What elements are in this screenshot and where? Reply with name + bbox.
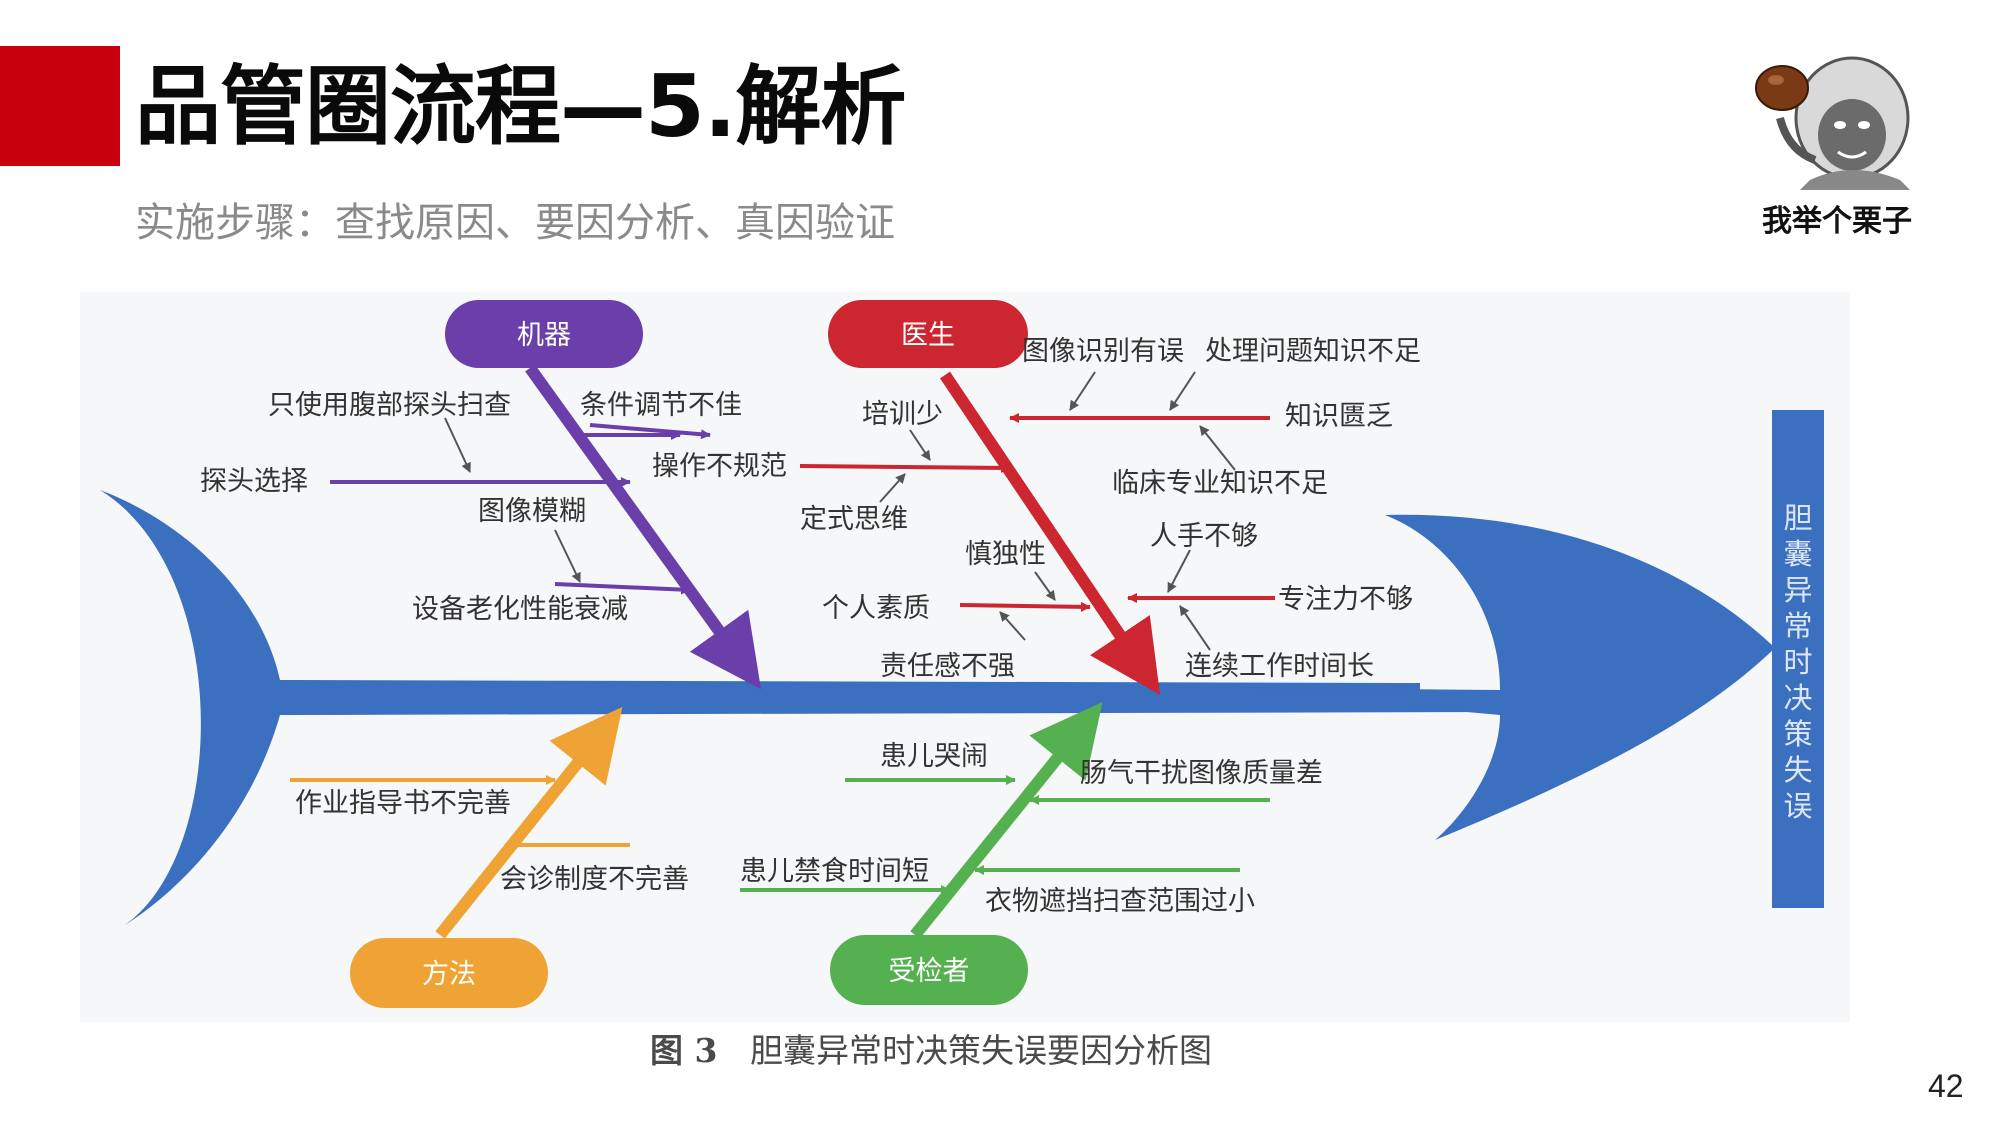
doctor-cause-label: 培训少 [862, 399, 943, 430]
doctor-subcause-arrow [879, 473, 906, 503]
machine-cause-label: 图像模糊 [478, 496, 586, 527]
fish-head [1385, 514, 1775, 840]
patient-cause-label: 衣物遮挡扫查范围过小 [985, 886, 1255, 917]
effect-label-char: 胆 [1783, 501, 1812, 535]
figure-caption-text: 胆囊异常时决策失误要因分析图 [750, 1031, 1212, 1070]
meme-caption: 我举个栗子 [1762, 204, 1912, 239]
patient-bone [910, 701, 1103, 939]
effect-label-char: 决 [1783, 681, 1812, 715]
doctor-subcause-arrow [1169, 371, 1196, 411]
effect-label-char: 囊 [1783, 537, 1812, 571]
figure-caption-number: 图 3 [650, 1031, 717, 1070]
doctor-category-label: 医生 [901, 320, 955, 351]
machine-cause-label: 条件调节不佳 [580, 390, 742, 421]
effect-label-char: 异 [1783, 573, 1812, 607]
machine-cause-label: 探头选择 [200, 466, 308, 497]
doctor-cause-label: 慎独性 [965, 539, 1046, 570]
effect-label-char: 失 [1783, 753, 1812, 787]
doctor-cause-arrow [959, 601, 1091, 612]
method-category-box [350, 938, 548, 1008]
doctor-cause-label: 连续工作时间长 [1185, 651, 1374, 682]
slide-title: 品管圈流程—5.解析 [135, 57, 907, 157]
method-category-label: 方法 [422, 959, 476, 990]
effect-label-char: 常 [1783, 609, 1812, 643]
method-bone [435, 706, 623, 939]
doctor-cause-label: 图像识别有误 [1022, 336, 1184, 367]
doctor-subcause-arrow [1179, 605, 1211, 651]
chestnut-meme-icon [1755, 56, 1910, 190]
doctor-subcause-arrow [1069, 371, 1096, 411]
patient-cause-label: 患儿哭闹 [880, 741, 988, 772]
doctor-subcause-arrow [1167, 549, 1191, 593]
effect-label-char: 误 [1783, 789, 1812, 823]
doctor-category-box [828, 300, 1028, 368]
doctor-cause-arrow [799, 462, 1011, 473]
doctor-cause-label: 知识匮乏 [1285, 401, 1393, 432]
effect-label-char: 时 [1783, 645, 1812, 679]
patient-category-label: 受检者 [889, 956, 970, 987]
machine-category-label: 机器 [517, 320, 571, 351]
effect-label: 胆囊异常时决策失误 [1783, 501, 1812, 823]
patient-category-box [830, 935, 1028, 1005]
doctor-cause-label: 操作不规范 [652, 451, 787, 482]
doctor-bone [940, 371, 1161, 695]
page-number: 42 [1928, 1068, 1964, 1104]
doctor-subcause-arrow [909, 429, 931, 461]
machine-subcause-arrow [554, 529, 581, 583]
method-cause-label: 会诊制度不完善 [500, 864, 689, 895]
accent-bar [0, 46, 120, 166]
doctor-cause-label: 定式思维 [800, 504, 908, 535]
slide-subtitle: 实施步骤：查找原因、要因分析、真因验证 [135, 200, 895, 246]
machine-cause-arrow [589, 423, 711, 440]
patient-cause-label: 患儿禁食时间短 [740, 856, 929, 887]
doctor-cause-label: 人手不够 [1150, 521, 1258, 552]
machine-subcause-arrow [444, 417, 471, 473]
machine-cause-arrow [554, 582, 691, 595]
machine-cause-label: 设备老化性能衰减 [412, 594, 628, 625]
effect-box [1772, 410, 1824, 908]
effect-label-char: 策 [1783, 717, 1812, 751]
doctor-subcause-arrow [1199, 425, 1236, 471]
machine-cause-label: 只使用腹部探头扫查 [268, 390, 511, 421]
doctor-cause-label: 处理问题知识不足 [1205, 336, 1421, 367]
doctor-cause-label: 专注力不够 [1278, 584, 1413, 615]
doctor-subcause-arrow [999, 611, 1026, 641]
patient-cause-label: 肠气干扰图像质量差 [1080, 758, 1323, 789]
machine-bone [525, 364, 762, 690]
method-cause-label: 作业指导书不完善 [295, 788, 511, 819]
doctor-cause-label: 临床专业知识不足 [1112, 468, 1328, 499]
doctor-subcause-arrow [1034, 571, 1056, 601]
machine-category-box [445, 300, 643, 368]
doctor-cause-label: 责任感不强 [880, 651, 1015, 682]
fish-spine [280, 680, 1500, 715]
doctor-cause-label: 个人素质 [822, 593, 930, 624]
